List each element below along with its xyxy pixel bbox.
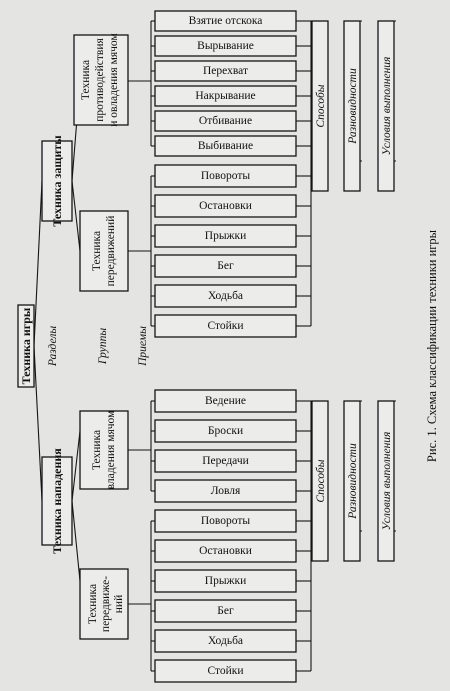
technique-attack-movement-5: Повороты xyxy=(154,509,297,533)
technique-attack-movement-2: Бег xyxy=(154,599,297,623)
techniques-layer: СтойкиХодьбаБегПрыжкиОстановкиПоворотыЛо… xyxy=(154,10,297,683)
technique-attack-movement-3: Прыжки xyxy=(154,569,297,593)
technique-label: Броски xyxy=(208,425,243,437)
attack-varieties-label: Разновидности xyxy=(347,443,359,520)
technique-label: Выбивание xyxy=(198,140,253,152)
group-attack-movement: Техника передвиже- ний xyxy=(79,568,129,640)
defense-ways-label: Способы xyxy=(315,84,327,127)
technique-label: Повороты xyxy=(201,170,251,182)
technique-attack-movement-1: Ходьба xyxy=(154,629,297,653)
attack-ways: Способы xyxy=(311,400,329,562)
technique-label: Остановки xyxy=(199,200,252,212)
group-attack-ball-line2: владения мячом xyxy=(105,410,117,489)
technique-label: Перехват xyxy=(203,65,248,77)
technique-defense-ball-1: Отбивание xyxy=(154,110,297,132)
defense-conditions: Условия выполнения xyxy=(377,20,395,192)
group-defense-ball-line2: противодействия xyxy=(94,38,106,122)
line-attack-ball xyxy=(71,430,81,502)
technique-label: Ходьба xyxy=(208,290,243,302)
line-attack-movement xyxy=(71,500,81,582)
root-label: Техника игры xyxy=(19,307,33,384)
technique-defense-ball-5: Взятие отскока xyxy=(154,10,297,32)
technique-label: Бег xyxy=(217,605,234,617)
technique-label: Вырывание xyxy=(197,40,254,52)
technique-defense-movement-1: Ходьба xyxy=(154,284,297,308)
line-defense-movement xyxy=(71,180,81,252)
technique-defense-movement-4: Остановки xyxy=(154,194,297,218)
technique-label: Взятие отскока xyxy=(189,15,263,27)
technique-defense-ball-0: Выбивание xyxy=(154,135,297,157)
group-defense-ball-line1: Техника xyxy=(80,60,92,100)
technique-label: Прыжки xyxy=(205,230,246,242)
defense-varieties-label: Разновидности xyxy=(347,68,359,145)
group-attack-movement-line3: ний xyxy=(113,595,125,613)
attack-conditions: Условия выполнения xyxy=(377,400,395,562)
section-attack: Техника нападения xyxy=(41,448,73,554)
technique-defense-movement-5: Повороты xyxy=(154,164,297,188)
group-attack-ball-line1: Техника xyxy=(91,430,103,470)
technique-label: Прыжки xyxy=(205,575,246,587)
technique-label: Передачи xyxy=(202,455,249,467)
technique-label: Отбивание xyxy=(199,115,252,127)
technique-label: Бег xyxy=(217,260,234,272)
attack-conditions-label: Условия выполнения xyxy=(381,432,393,531)
technique-defense-ball-3: Перехват xyxy=(154,60,297,82)
defense-ways: Способы xyxy=(311,20,329,192)
technique-label: Повороты xyxy=(201,515,251,527)
attack-ways-label: Способы xyxy=(315,459,327,502)
technique-attack-movement-4: Остановки xyxy=(154,539,297,563)
technique-label: Ловля xyxy=(211,485,241,497)
defense-conditions-label: Условия выполнения xyxy=(381,57,393,156)
root-node: Техника игры xyxy=(17,304,35,388)
technique-label: Стойки xyxy=(207,320,243,332)
group-defense-movement-line2: передвижений xyxy=(105,216,117,287)
technique-defense-ball-4: Вырывание xyxy=(154,35,297,57)
line-root-attack xyxy=(33,345,43,502)
group-defense-movement-line1: Техника xyxy=(91,231,103,271)
level-label-techniques: Приемы xyxy=(137,326,149,367)
technique-attack-ball-1: Передачи xyxy=(154,449,297,473)
technique-attack-movement-0: Стойки xyxy=(154,659,297,683)
technique-attack-ball-2: Броски xyxy=(154,419,297,443)
section-defense-label: Техника защиты xyxy=(50,135,64,227)
group-defense-movement: Техника передвижений xyxy=(79,210,129,292)
technique-label: Ведение xyxy=(205,395,246,407)
technique-defense-ball-2: Накрывание xyxy=(154,85,297,107)
group-defense-ball: Техника противодействия и овладения мячо… xyxy=(73,33,129,127)
technique-label: Остановки xyxy=(199,545,252,557)
technique-attack-ball-0: Ловля xyxy=(154,479,297,503)
group-defense-ball-line3: и овладения мячом xyxy=(108,33,120,127)
attack-varieties: Разновидности xyxy=(343,400,361,562)
technique-label: Ходьба xyxy=(208,635,243,647)
defense-varieties: Разновидности xyxy=(343,20,361,192)
technique-defense-movement-3: Прыжки xyxy=(154,224,297,248)
line-root-defense xyxy=(33,180,43,347)
level-label-groups: Группы xyxy=(97,328,109,365)
technique-label: Стойки xyxy=(207,665,243,677)
figure-caption: Рис. 1. Схема классификации техники игры xyxy=(425,229,439,462)
section-attack-label: Техника нападения xyxy=(50,448,64,554)
technique-defense-movement-0: Стойки xyxy=(154,314,297,338)
group-attack-movement-line2: передвиже- xyxy=(100,576,112,632)
technique-label: Накрывание xyxy=(195,90,255,102)
technique-attack-ball-3: Ведение xyxy=(154,389,297,413)
level-label-sections: Разделы xyxy=(47,326,59,367)
technique-defense-movement-2: Бег xyxy=(154,254,297,278)
section-defense: Техника защиты xyxy=(41,135,73,227)
group-attack-ball: Техника владения мячом xyxy=(79,410,129,490)
group-attack-movement-line1: Техника xyxy=(87,584,99,624)
